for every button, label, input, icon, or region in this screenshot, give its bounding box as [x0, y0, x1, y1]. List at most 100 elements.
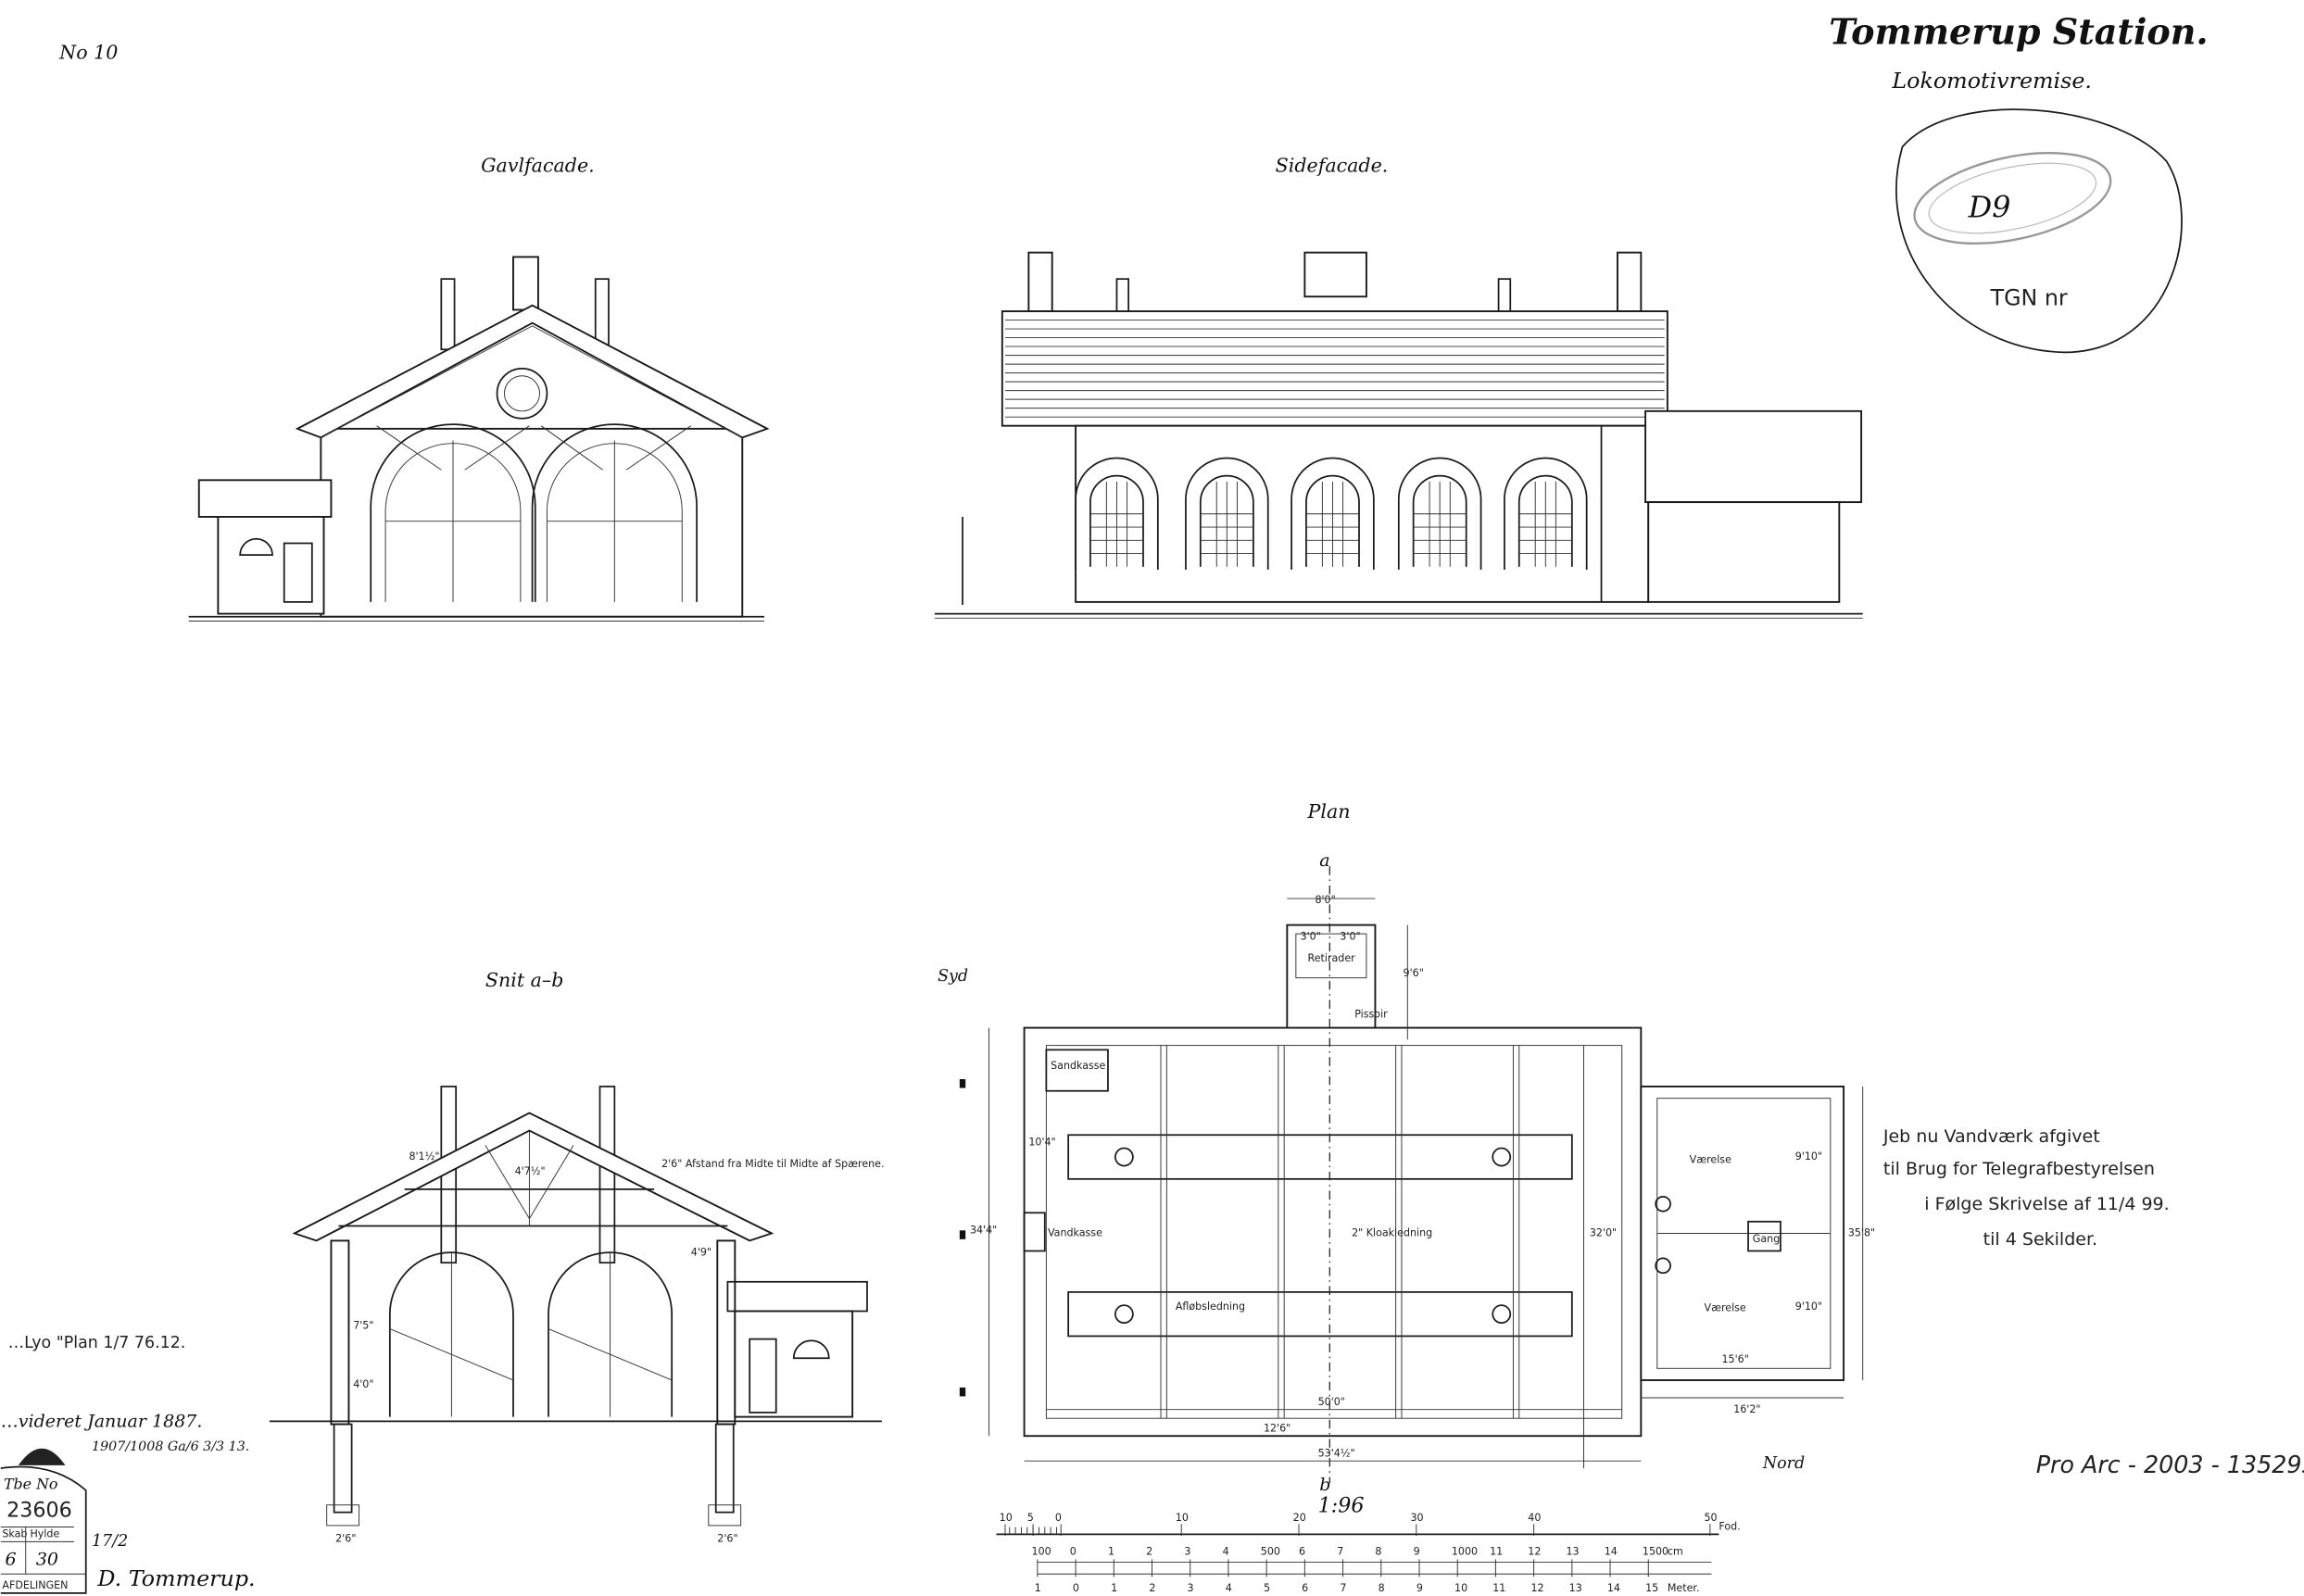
section-title: Snit a–b: [485, 969, 564, 991]
section-dim: 4'0": [353, 1378, 373, 1390]
oval-stamp: D9 TGN nr: [1895, 108, 2183, 354]
plan-dim: 9'10": [1795, 1301, 1822, 1313]
scale-tick-cm: 100: [1032, 1546, 1051, 1558]
scale-tick-feet: 20: [1293, 1512, 1306, 1524]
section-dim: 2'6": [335, 1532, 356, 1544]
scale-tick-m: 15: [1645, 1582, 1658, 1594]
section-mark-a: a: [1319, 850, 1329, 871]
pencil-line: til 4 Sekilder.: [1983, 1229, 2097, 1250]
scale-tick-m: 5: [1264, 1582, 1270, 1594]
scale-unit-cm: cm: [1668, 1546, 1683, 1558]
scale-tick-cm: 8: [1375, 1546, 1381, 1558]
scale-tick-m: 3: [1188, 1582, 1194, 1594]
scale-tick-cm: 11: [1490, 1546, 1503, 1558]
section-drawing: 2'6" Afstand fra Midte til Midte af Spær…: [269, 1086, 885, 1544]
scale-tick-m: 9: [1416, 1582, 1423, 1594]
plan-dim: 10'4": [1028, 1136, 1055, 1148]
scale-tick-cm: 1000: [1452, 1546, 1478, 1558]
plan-drawing: Sandkasse Vandkasse Værelse Værelse Piss…: [959, 866, 1875, 1483]
pencil-note-left: …Lyo "Plan 1/7 76.12.: [8, 1334, 186, 1352]
scale-tick-m: 7: [1340, 1582, 1346, 1594]
scale-tick-m: 1: [1035, 1582, 1041, 1594]
plan-dim: 50'0": [1318, 1396, 1345, 1408]
arched-window: [1075, 457, 1159, 571]
gable-facade-title: Gavlfacade.: [481, 154, 595, 176]
room-label: Værelse: [1690, 1153, 1731, 1165]
sheet-title: Tommerup Station.: [1829, 11, 2208, 53]
plan-dim: 3'0": [1301, 930, 1321, 942]
compass-south: Syd: [938, 967, 968, 986]
section-mark-b: b: [1319, 1475, 1330, 1495]
scale-tick-m: 12: [1530, 1582, 1543, 1594]
stamp-header: Tbe No: [4, 1475, 58, 1492]
stamp-val1: 6: [6, 1550, 17, 1570]
arched-window: [1290, 457, 1375, 571]
stamp-note: TGN nr: [1990, 285, 2068, 311]
stamp-col1: Skab: [2, 1528, 27, 1540]
gable-facade-drawing: [188, 256, 770, 622]
plan-dim: 35'8": [1848, 1227, 1875, 1239]
stamp-footer: AFDELINGEN: [2, 1579, 68, 1591]
plan-dim: 34'4": [970, 1224, 997, 1236]
room-label: Sandkasse: [1051, 1060, 1105, 1072]
signature-date: 17/2: [92, 1532, 128, 1551]
room-label: Pissoir: [1354, 1008, 1388, 1020]
archive-stamp: Tbe No 23606 Skab Hylde 6 30 AFDELINGEN: [0, 1448, 87, 1594]
arched-window: [1185, 457, 1269, 571]
scale-unit-m: Meter.: [1668, 1582, 1700, 1594]
scale-tick-cm: 14: [1605, 1546, 1618, 1558]
pencil-note-right: Jeb nu Vandværk afgivet til Brug for Tel…: [1882, 1126, 2170, 1250]
plan-dim: 8'0": [1315, 894, 1335, 906]
arched-window: [1504, 457, 1588, 571]
room-label: 2" Kloakledning: [1352, 1227, 1432, 1239]
section-dim: 4'9": [691, 1246, 711, 1258]
archive-note: 1907/1008 Ga/6 3/3 13.: [92, 1439, 249, 1454]
scale-tick-feet: 50: [1704, 1512, 1717, 1524]
scale-tick-m: 13: [1569, 1582, 1582, 1594]
scale-tick-m: 10: [1454, 1582, 1467, 1594]
scale-tick-m: 0: [1073, 1582, 1079, 1594]
compass-north: Nord: [1762, 1454, 1805, 1473]
room-label: Værelse: [1704, 1301, 1745, 1313]
scale-tick-cm: 1: [1108, 1546, 1114, 1558]
scale-tick-m: 11: [1492, 1582, 1505, 1594]
sheet-number: No 10: [58, 41, 118, 63]
signature: D. Tommerup.: [96, 1565, 255, 1591]
scale-unit-feet: Fod.: [1719, 1521, 1740, 1533]
scale-tick-m: 8: [1379, 1582, 1385, 1594]
pencil-line: til Brug for Telegrafbestyrelsen: [1883, 1159, 2155, 1179]
scale-tick-cm: 1500: [1643, 1546, 1668, 1558]
scale-tick-feet: 10: [1176, 1512, 1189, 1524]
plan-dim: 32'0": [1590, 1227, 1617, 1239]
scale-tick-cm: 12: [1528, 1546, 1541, 1558]
side-facade-drawing: [934, 251, 1863, 619]
scale-tick-m: 2: [1149, 1582, 1155, 1594]
scale-tick-m: 6: [1302, 1582, 1308, 1594]
plan-dim: 15'6": [1722, 1353, 1749, 1365]
arched-window: [1397, 457, 1482, 571]
scale-tick-cm: 3: [1184, 1546, 1190, 1558]
plan-dim: 16'2": [1733, 1403, 1760, 1415]
stamp-col2: Hylde: [30, 1528, 59, 1540]
stamp-val2: 30: [36, 1550, 58, 1570]
scale-tick-cm: 7: [1337, 1546, 1343, 1558]
room-label: Vandkasse: [1048, 1227, 1102, 1239]
scale-tick-cm: 9: [1414, 1546, 1420, 1558]
section-dim: 8'1½": [409, 1150, 439, 1162]
scale-tick-cm: 500: [1261, 1546, 1280, 1558]
room-label: Gang: [1753, 1233, 1780, 1245]
plan-dim: 12'6": [1264, 1422, 1290, 1434]
scale-tick-feet: 0: [1055, 1512, 1062, 1524]
scale-tick-cm: 13: [1566, 1546, 1579, 1558]
side-facade-title: Sidefacade.: [1276, 154, 1389, 176]
plan-dim: 3'0": [1340, 930, 1360, 942]
scale-tick-cm: 0: [1070, 1546, 1076, 1558]
room-label: Afløbsledning: [1176, 1301, 1245, 1313]
scale-tick-m: 4: [1226, 1582, 1232, 1594]
stamp-number: 23606: [6, 1498, 72, 1522]
scale-tick-feet: 40: [1528, 1512, 1541, 1524]
sheet-subtitle: Lokomotivremise.: [1891, 68, 2092, 94]
scale-tick-feet: 10: [1000, 1512, 1013, 1524]
